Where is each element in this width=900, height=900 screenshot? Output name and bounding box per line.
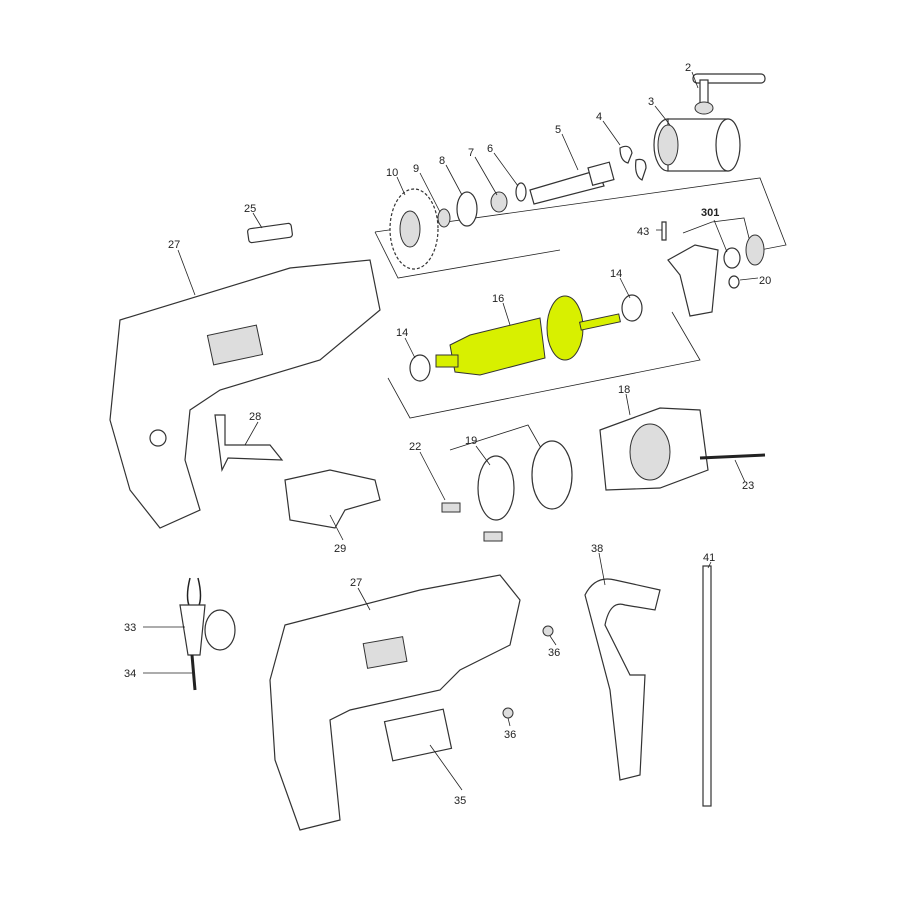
drill-chuck <box>653 118 741 172</box>
carbon-brush <box>441 502 461 513</box>
callout-10: 10 <box>386 167 398 179</box>
callout-22: 22 <box>409 441 421 453</box>
callout-23: 23 <box>742 480 754 492</box>
washer <box>515 182 527 202</box>
group-frame-gearbox <box>374 177 787 251</box>
needle-bearing <box>437 208 451 228</box>
brush-holder-plate <box>477 455 515 521</box>
group-frame-brushes <box>449 424 546 456</box>
end-cap <box>531 440 573 510</box>
screw-23 <box>699 453 766 460</box>
callout-27-drill: 27 <box>350 577 362 589</box>
bearing <box>456 191 478 227</box>
spring <box>490 191 508 213</box>
callout-35: 35 <box>454 795 466 807</box>
group-frame-armature <box>387 311 701 419</box>
callout-19: 19 <box>465 435 477 447</box>
callout-9: 9 <box>413 163 419 175</box>
callout-301: 301 <box>701 207 719 219</box>
callout-38: 38 <box>591 543 603 555</box>
direction-lever <box>214 414 284 473</box>
callout-7: 7 <box>468 147 474 159</box>
callout-36-lower: 36 <box>504 729 516 741</box>
callout-20: 20 <box>759 275 771 287</box>
depth-gauge-rod <box>702 565 712 807</box>
callout-2: 2 <box>685 62 691 74</box>
housing-half <box>109 259 381 529</box>
bearing-14-left <box>409 354 431 382</box>
callout-14-right: 14 <box>610 268 622 280</box>
gear-housing-plate <box>667 244 719 317</box>
stator-bore <box>629 423 671 481</box>
callout-36-upper: 36 <box>548 647 560 659</box>
callout-14-left: 14 <box>396 327 408 339</box>
housing-detail <box>206 324 264 366</box>
carbon-brush <box>483 531 503 542</box>
screw-36-a <box>542 625 554 637</box>
group-frame-gearbox-left <box>374 231 561 279</box>
callout-8: 8 <box>439 155 445 167</box>
gear-hub <box>399 210 421 248</box>
bearing-gear <box>745 234 765 266</box>
armature <box>435 295 621 376</box>
callout-6: 6 <box>487 143 493 155</box>
pin <box>661 221 667 241</box>
switch-slider <box>247 222 293 244</box>
callout-4: 4 <box>596 111 602 123</box>
callout-3: 3 <box>648 96 654 108</box>
housing-screw-boss <box>149 429 167 447</box>
group-frame-bearing-301 <box>682 217 753 251</box>
bearing-301 <box>723 247 741 269</box>
bearing-14-right <box>621 294 643 322</box>
callout-43: 43 <box>637 226 649 238</box>
power-cord <box>179 577 236 691</box>
assembled-drill <box>269 574 521 831</box>
callout-5: 5 <box>555 124 561 136</box>
callout-16: 16 <box>492 293 504 305</box>
leader-lines <box>143 71 759 791</box>
callout-25: 25 <box>244 203 256 215</box>
callout-28: 28 <box>249 411 261 423</box>
callout-18: 18 <box>618 384 630 396</box>
callout-34: 34 <box>124 668 136 680</box>
bearing-20 <box>728 275 740 289</box>
screw-36-b <box>502 707 514 719</box>
spindle <box>529 161 615 205</box>
callout-27-housing: 27 <box>168 239 180 251</box>
drill-label-plate <box>362 636 408 669</box>
chuck-key <box>692 73 766 115</box>
trigger-switch <box>284 469 381 529</box>
callout-41: 41 <box>703 552 715 564</box>
rating-label <box>383 708 453 762</box>
retaining-clips <box>619 145 647 181</box>
side-handle <box>584 578 661 781</box>
callout-29: 29 <box>334 543 346 555</box>
callout-33: 33 <box>124 622 136 634</box>
